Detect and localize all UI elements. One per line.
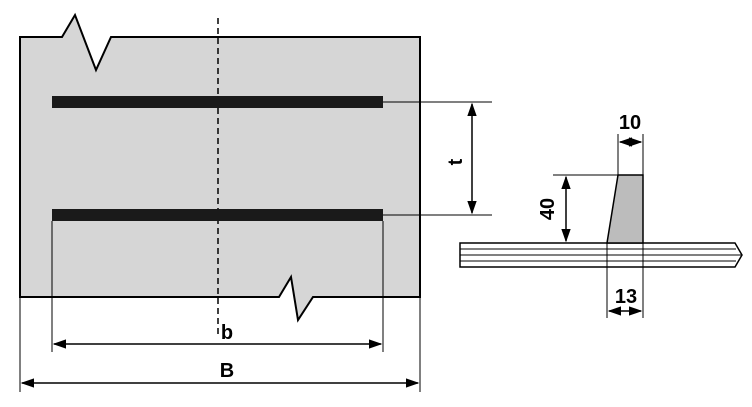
label-top-width: 10 [619, 112, 641, 134]
rib-bottom [52, 209, 383, 221]
label-base-width: 13 [615, 286, 637, 308]
label-t: t [445, 158, 467, 165]
plate-outline [19, 12, 421, 323]
label-height: 40 [537, 198, 559, 220]
rib-top [52, 96, 383, 108]
section-rib [606, 174, 644, 244]
label-B: B [220, 360, 234, 382]
label-b: b [221, 322, 233, 344]
